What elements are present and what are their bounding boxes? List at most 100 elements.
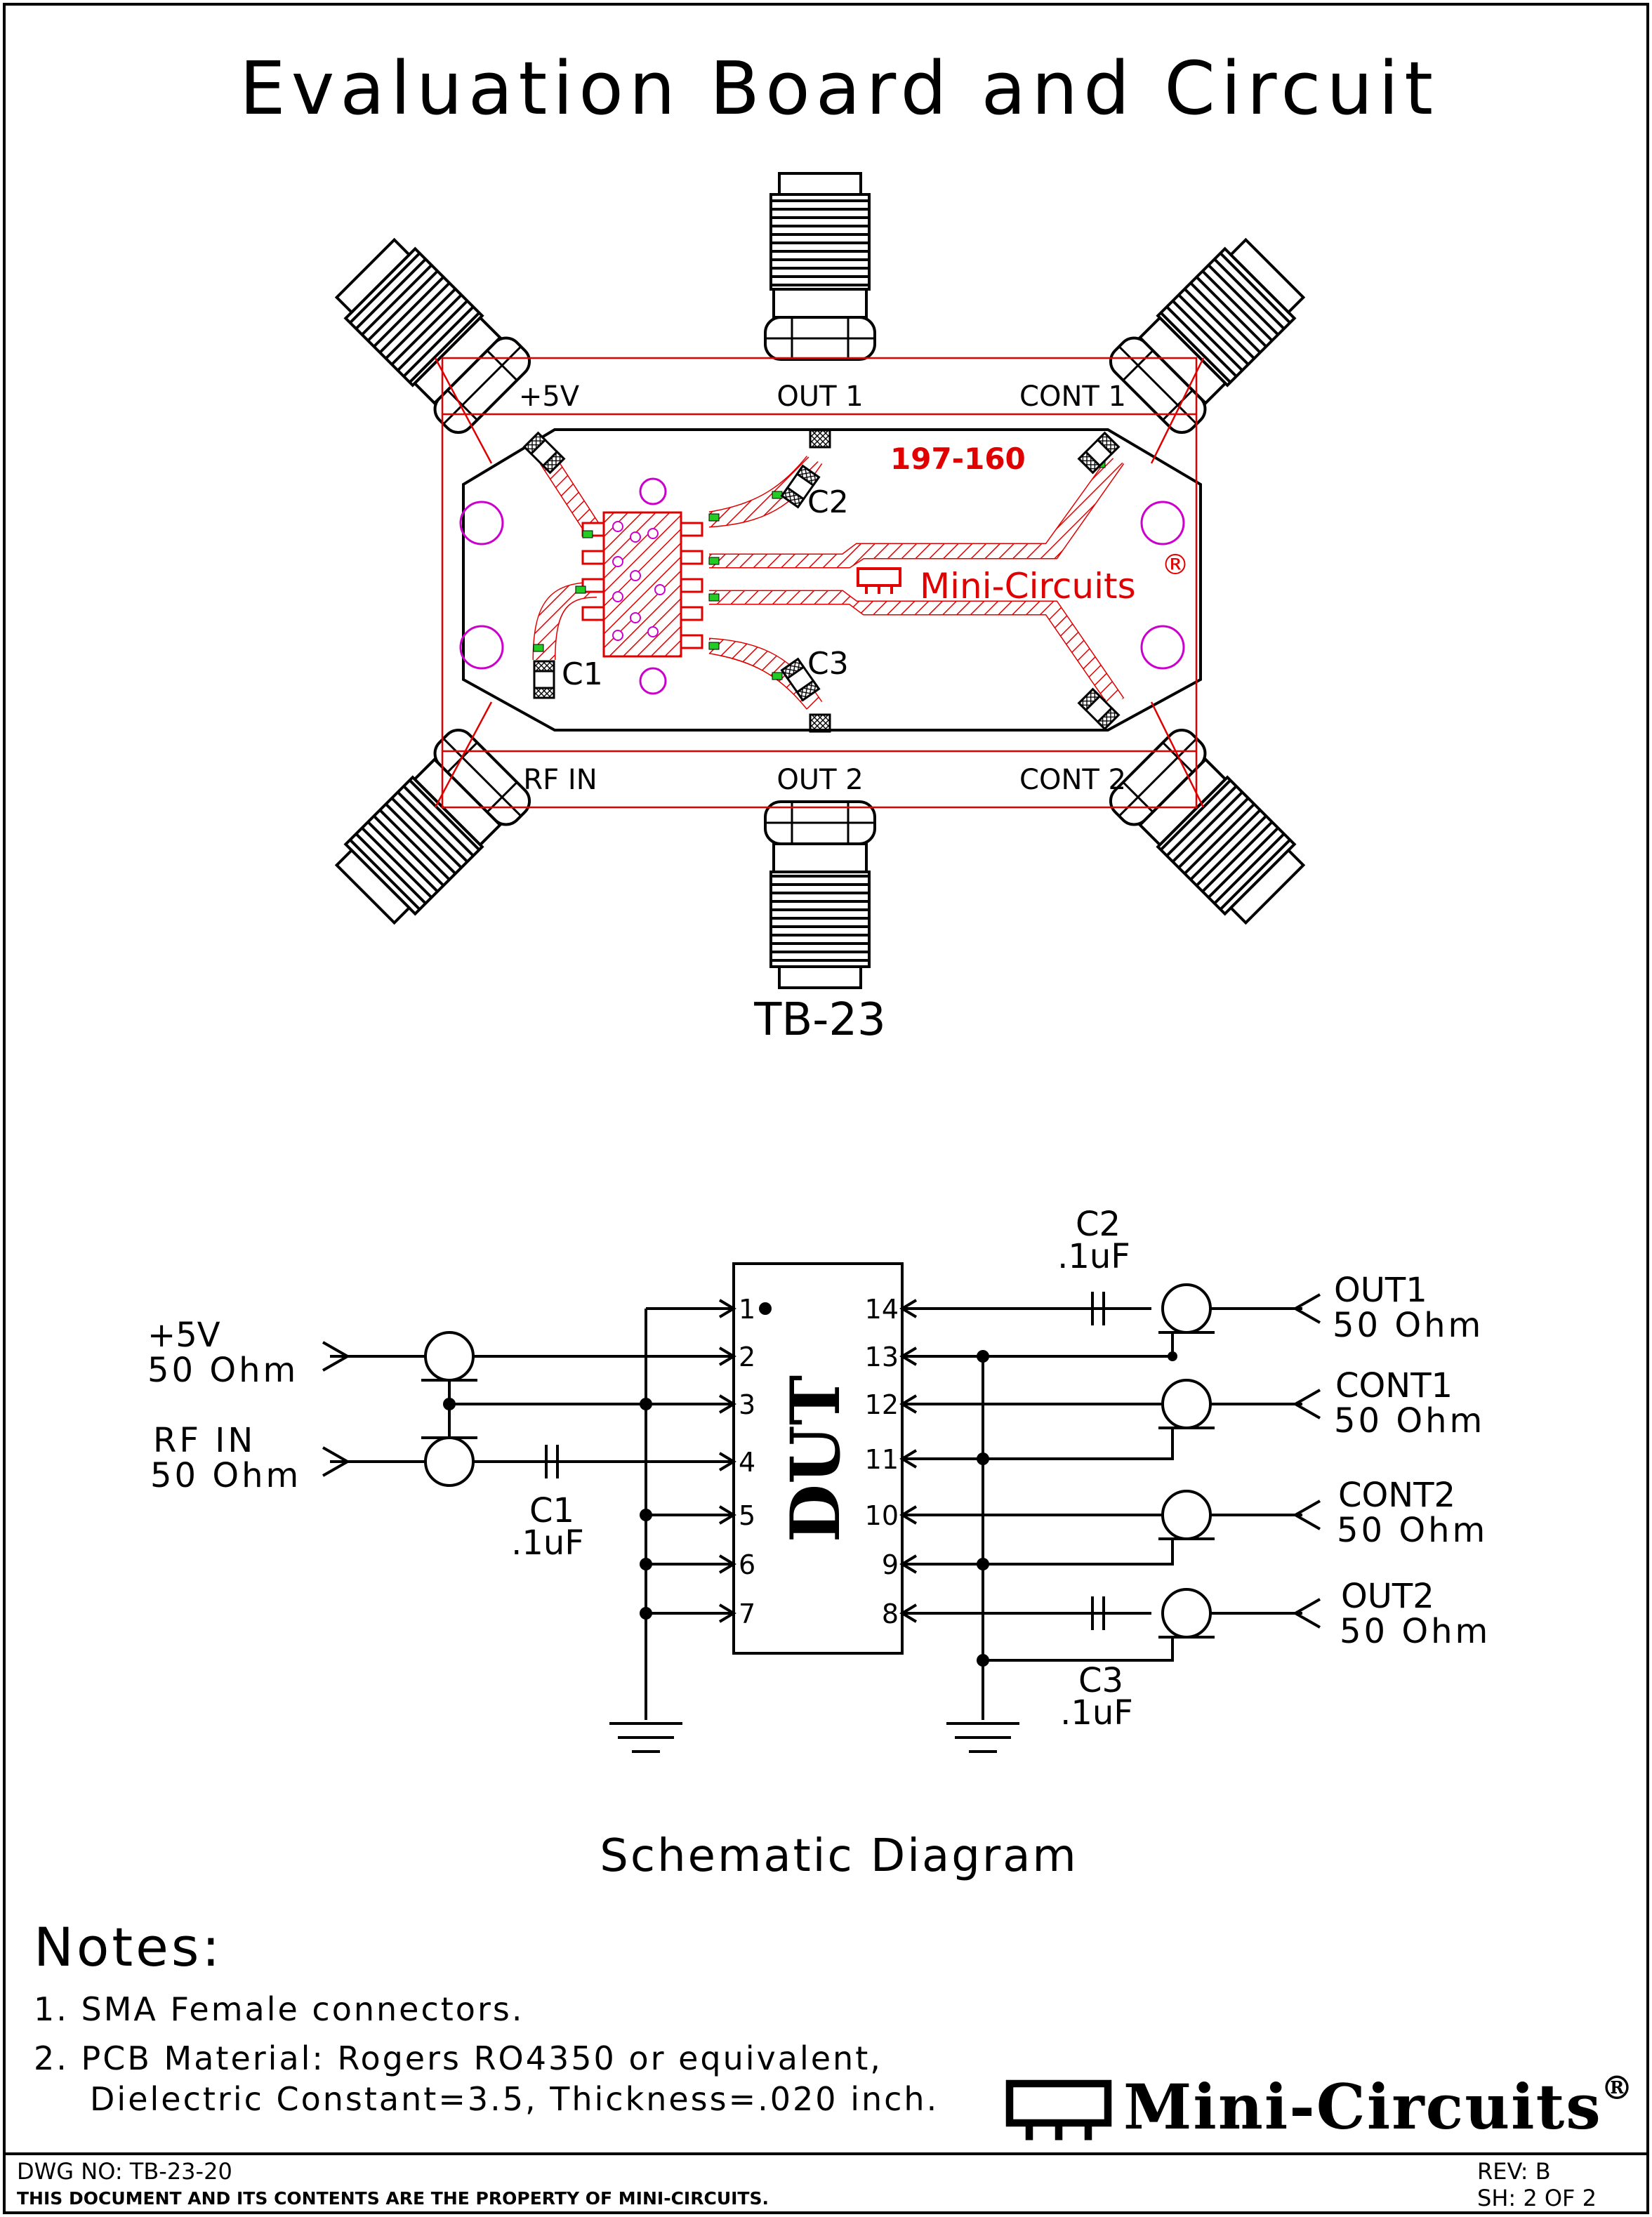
capacitor-c3 xyxy=(1091,1596,1105,1630)
cap-ref-c2: C2 xyxy=(1076,1205,1121,1244)
board-label-cont2: CONT 2 xyxy=(1019,764,1126,796)
left-pin-labels: 1 2 3 4 5 6 7 xyxy=(739,1294,755,1629)
board-label-out1: OUT 1 xyxy=(777,380,863,413)
board-brand-icon xyxy=(857,567,901,594)
board-chip-out1 xyxy=(809,429,831,449)
cap-ref-c1: C1 xyxy=(529,1491,574,1530)
board-label-c2: C2 xyxy=(807,484,849,520)
port-impedance-out2: 50 Ohm xyxy=(1340,1612,1491,1651)
brand-logo-icon xyxy=(1010,2084,1108,2140)
notes-heading: Notes: xyxy=(34,1916,223,1978)
trace-fill-5v xyxy=(541,456,600,534)
dut-vias xyxy=(612,521,666,641)
sma-connector-out1 xyxy=(764,172,876,361)
board-chip-out2 xyxy=(809,713,831,733)
right-pin-labels: 14 13 12 11 10 9 8 xyxy=(865,1294,899,1629)
evaluation-board: +5V OUT 1 CONT 1 RF IN OUT 2 CONT 2 xyxy=(326,172,1314,989)
board-label-5v: +5V xyxy=(519,380,580,413)
sma-connector-rfin xyxy=(326,724,536,933)
note-1: 1. SMA Female connectors. xyxy=(34,1990,524,2028)
right-pin-number: 12 xyxy=(865,1389,899,1420)
right-output-lines xyxy=(1210,1293,1321,1629)
left-pin-number: 6 xyxy=(739,1549,755,1580)
right-pin-number: 13 xyxy=(865,1342,899,1372)
right-pin-number: 9 xyxy=(882,1549,899,1580)
cap-ref-c3: C3 xyxy=(1078,1661,1123,1700)
tline-out1 xyxy=(1161,1283,1212,1334)
left-input-arrows xyxy=(322,1341,351,1477)
board-name: TB-23 xyxy=(753,994,886,1046)
port-impedance-rfin: 50 Ohm xyxy=(150,1456,301,1495)
cap-value-c1: .1uF xyxy=(511,1523,584,1563)
pin1-dot xyxy=(759,1302,772,1315)
board-edge-trace xyxy=(441,357,1198,809)
tline-rfin xyxy=(424,1436,475,1487)
schematic-caption: Schematic Diagram xyxy=(600,1830,1078,1882)
sma-connector-cont1 xyxy=(1104,230,1314,439)
right-junctions xyxy=(977,1350,1177,1667)
sma-connector-5v xyxy=(326,230,536,439)
note-2-continued: Dielectric Constant=3.5, Thickness=.020 … xyxy=(90,2080,939,2118)
sheet-border xyxy=(3,3,1649,2214)
board-label-rfin: RF IN xyxy=(523,764,597,796)
left-pin-number: 1 xyxy=(739,1294,755,1325)
left-pin-number: 2 xyxy=(739,1342,755,1372)
left-pin-number: 5 xyxy=(739,1500,755,1531)
left-pin-number: 3 xyxy=(739,1389,755,1420)
port-name-rfin: RF IN xyxy=(153,1421,256,1460)
port-impedance-cont1: 50 Ohm xyxy=(1334,1401,1485,1441)
port-impedance-out1: 50 Ohm xyxy=(1333,1306,1484,1345)
sma-connector-cont2 xyxy=(1104,724,1314,933)
note-2: 2. PCB Material: Rogers RO4350 or equiva… xyxy=(34,2039,883,2077)
capacitor-c2 xyxy=(1091,1292,1105,1325)
port-name-5v: +5V xyxy=(147,1316,220,1355)
board-brand: Mini-Circuits xyxy=(920,566,1136,607)
tline-cont1 xyxy=(1161,1379,1212,1429)
capacitor-c1 xyxy=(545,1445,559,1478)
property-notice: THIS DOCUMENT AND ITS CONTENTS ARE THE P… xyxy=(17,2188,769,2209)
trace-fill-cont2 xyxy=(709,591,1123,706)
port-name-cont2: CONT2 xyxy=(1338,1476,1455,1515)
brand-logo: Mini-Circuits xyxy=(1123,2070,1602,2143)
board-label-c3: C3 xyxy=(807,646,849,682)
right-pin-number: 8 xyxy=(882,1599,899,1629)
right-pin-number: 14 xyxy=(865,1294,899,1325)
board-label-cont1: CONT 1 xyxy=(1019,380,1126,413)
mounting-holes xyxy=(459,477,1185,695)
board-part-number: 197-160 xyxy=(890,442,1026,476)
brand-logo-mark: ® xyxy=(1601,2069,1633,2107)
tline-cont2 xyxy=(1161,1490,1212,1540)
left-junctions xyxy=(443,1398,652,1620)
dut-label: DUT xyxy=(776,1375,855,1542)
port-name-cont1: CONT1 xyxy=(1335,1366,1453,1405)
port-name-out2: OUT2 xyxy=(1341,1577,1434,1616)
revision: REV: B xyxy=(1477,2158,1551,2185)
trace-fill-out1 xyxy=(709,456,821,527)
drawing-number: DWG NO: TB-23-20 xyxy=(17,2158,232,2185)
page-title: Evaluation Board and Circuit xyxy=(239,46,1439,131)
trace-fill-out2 xyxy=(709,639,821,709)
board-label-c1: C1 xyxy=(562,656,603,692)
tline-out2 xyxy=(1161,1588,1212,1639)
right-pin-leads xyxy=(899,1299,1174,1753)
sheet-number: SH: 2 OF 2 xyxy=(1477,2185,1597,2211)
tline-5v xyxy=(424,1331,475,1382)
right-pin-number: 11 xyxy=(865,1444,899,1475)
port-impedance-cont2: 50 Ohm xyxy=(1337,1511,1488,1550)
cap-value-c3: .1uF xyxy=(1060,1693,1133,1733)
board-registered-mark: ® xyxy=(1161,549,1189,581)
sma-connector-out2 xyxy=(764,800,876,989)
left-pin-number: 7 xyxy=(739,1599,755,1629)
dut-box xyxy=(732,1262,904,1655)
rf-in-trace-fill xyxy=(534,583,597,660)
port-impedance-5v: 50 Ohm xyxy=(147,1351,298,1390)
board-chip-c1 xyxy=(533,660,555,699)
right-pin-number: 10 xyxy=(865,1500,899,1531)
dut-pads xyxy=(581,522,703,649)
left-pin-number: 4 xyxy=(739,1447,755,1478)
port-name-out1: OUT1 xyxy=(1334,1271,1427,1310)
cap-value-c2: .1uF xyxy=(1057,1237,1130,1276)
board-label-out2: OUT 2 xyxy=(777,764,863,796)
